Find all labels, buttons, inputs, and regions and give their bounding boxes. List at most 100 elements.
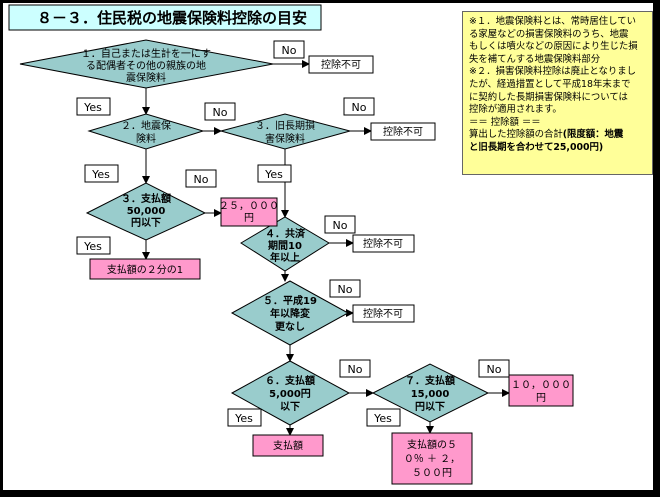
svg-text:No: No [487,363,502,376]
label-no-q6: No [339,359,371,378]
result-not-allowed-1: 控除不可 [308,55,374,74]
svg-text:円以下: 円以下 [131,217,161,229]
label-yes-q6: Yes [227,408,262,427]
note-heading: ＝＝ 控除額 ＝＝ [469,116,541,128]
result-10000: １０，０００ 円 [508,374,574,407]
svg-text:る配偶者その他の親族の地: る配偶者その他の親族の地 [86,59,206,72]
svg-text:控除不可: 控除不可 [383,125,423,138]
result-formula: 支払額の５ ０％ ＋ ２， ５００円 [391,432,473,485]
note-bold-text: (限度額：地震 [562,129,624,141]
svg-text:０％ ＋ ２，: ０％ ＋ ２， [404,454,460,465]
label-yes-q2: Yes [84,164,119,183]
svg-text:円: 円 [536,393,546,404]
note-line: 失を補てんする地震保険料部分 [469,53,601,65]
label-no-q3: No [343,97,375,116]
svg-text:年以上: 年以上 [270,251,300,264]
note-bold-line: と旧長期を合わせて25,000円) [469,141,604,153]
svg-text:円以下: 円以下 [415,401,445,413]
slide-panel: ８－３．住民税の地震保険料控除の目安 １．自己または生計を一にす る配偶者その他… [3,3,653,490]
svg-text:１．自己または生計を一にす: １．自己または生計を一にす [81,47,211,60]
note-line: る家屋などの損害保険料のうち、地震 [469,28,629,40]
svg-text:震保険料: 震保険料 [126,71,166,84]
svg-text:Yes: Yes [91,168,110,181]
svg-text:控除不可: 控除不可 [363,237,403,250]
svg-text:5,000円: 5,000円 [269,388,311,400]
svg-text:支払額: 支払額 [273,439,303,452]
svg-text:年以降変: 年以降変 [270,307,311,320]
label-no-q4: No [324,215,356,234]
svg-text:Yes: Yes [83,240,102,253]
svg-text:３．支払額: ３．支払額 [121,192,171,205]
svg-text:15,000: 15,000 [411,389,450,400]
note-text: 算出した控除額の合計 [469,129,563,141]
svg-text:２．地震保: ２．地震保 [121,119,171,132]
svg-text:７．支払額: ７．支払額 [405,374,455,387]
label-yes-q1: Yes [76,97,111,116]
svg-text:Yes: Yes [234,412,253,425]
svg-text:No: No [213,106,228,119]
svg-text:支払額の５: 支払額の５ [407,438,457,451]
svg-text:Yes: Yes [373,412,392,425]
decision-q3a: ３．支払額 50,000 円以下 [85,182,207,241]
result-pay: 支払額 [252,434,324,457]
svg-text:No: No [338,283,353,296]
svg-text:５．平成19: ５．平成19 [263,294,317,307]
decision-q2: ２．地震保 険料 [87,113,205,150]
svg-text:支払額の２分の1: 支払額の２分の1 [107,263,183,276]
decision-q1: １．自己または生計を一にす る配偶者その他の親族の地 震保険料 [19,39,274,89]
svg-text:以下: 以下 [280,401,300,413]
decision-q3: ３．旧長期損 害保険料 [219,113,352,150]
svg-text:Yes: Yes [264,168,283,181]
result-not-allowed-2: 控除不可 [370,122,436,141]
svg-text:３．旧長期損: ３．旧長期損 [255,119,315,132]
svg-text:No: No [194,173,209,186]
svg-text:No: No [348,363,363,376]
svg-text:円: 円 [244,213,254,224]
svg-text:２５，０００: ２５，０００ [219,201,279,212]
svg-text:期間10: 期間10 [268,239,302,252]
label-no-q2: No [204,102,236,121]
title-box: ８－３．住民税の地震保険料控除の目安 [8,4,322,31]
label-yes-q3a: Yes [76,236,111,255]
decision-q4: ４．共済 期間10 年以上 [240,216,330,272]
svg-text:No: No [282,44,297,57]
note-line: に契約した長期損害保険料については [469,91,628,103]
branch-labels: No Yes No No Yes No Yes No Yes No No No … [76,40,510,427]
svg-text:険料: 険料 [136,132,156,145]
label-no-q7: No [478,359,510,378]
svg-text:50,000: 50,000 [127,206,166,217]
note-line: たが、経過措置として平成18年末まで [469,78,631,90]
note-line: もしくは噴火などの原因により生じた損 [469,41,638,53]
connectors [142,60,510,436]
note-line: ※１．地震保険料とは、常時居住してい [469,16,636,27]
label-no-q1: No [273,40,305,59]
svg-text:更なし: 更なし [275,321,305,333]
label-no-q3a: No [185,169,217,188]
svg-text:No: No [352,101,367,114]
explanatory-note: ※１．地震保険料とは、常時居住してい る家屋などの損害保険料のうち、地震 もしく… [462,11,653,175]
svg-text:控除不可: 控除不可 [321,58,361,71]
note-line: 算出した控除額の合計(限度額：地震 [469,129,646,142]
page-title: ８－３．住民税の地震保険料控除の目安 [37,9,307,27]
result-25000: ２５，０００ 円 [219,197,279,227]
result-half: 支払額の２分の1 [89,258,201,280]
note-line: ※２．損害保険料控除は廃止となりまし [469,66,636,78]
decision-q5: ５．平成19 年以降変 更なし [230,280,350,346]
svg-text:１０，０００: １０，０００ [511,380,571,391]
svg-text:控除不可: 控除不可 [363,307,403,320]
result-not-allowed-4: 控除不可 [352,304,415,323]
svg-text:４．共済: ４．共済 [265,227,306,240]
svg-text:Yes: Yes [83,101,102,114]
label-yes-q3: Yes [257,164,292,183]
flowchart: ８－３．住民税の地震保険料控除の目安 １．自己または生計を一にす る配偶者その他… [8,4,574,485]
label-yes-q7: Yes [366,408,401,427]
svg-text:No: No [333,219,348,232]
note-line: 控除が適用されます。 [469,104,562,116]
svg-text:害保険料: 害保険料 [265,132,305,145]
label-no-q5: No [329,279,361,298]
decision-q7: ７．支払額 15,000 円以下 [371,363,490,423]
result-not-allowed-3: 控除不可 [352,234,415,253]
svg-text:５００円: ５００円 [412,468,452,479]
svg-text:６．支払額: ６．支払額 [265,374,315,387]
